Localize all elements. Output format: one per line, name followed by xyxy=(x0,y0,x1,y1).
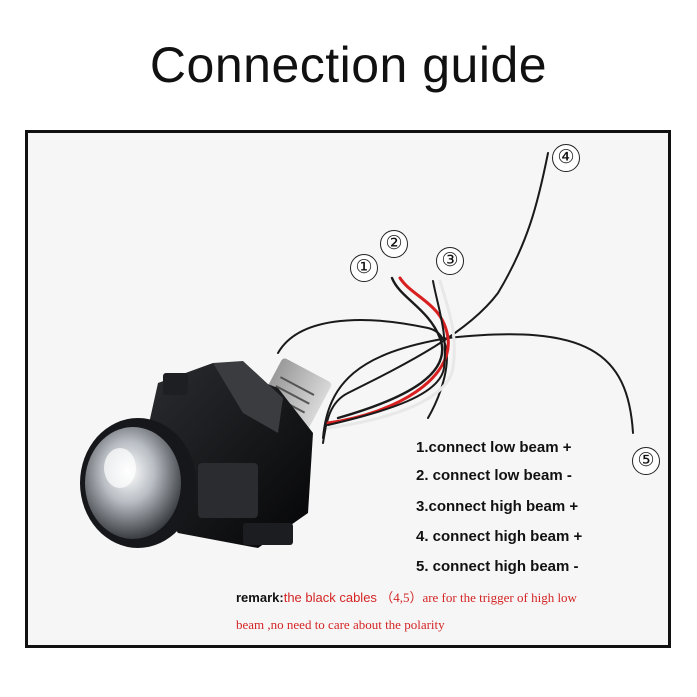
instruction-2: 2. connect low beam - xyxy=(416,467,572,484)
wire-3-white xyxy=(326,279,456,430)
wire-3-black xyxy=(327,280,446,426)
remark-label: remark: xyxy=(236,590,284,605)
remark-highlight: the black cables xyxy=(283,590,377,605)
wire-4-black xyxy=(322,152,549,444)
instruction-5: 5. connect high beam - xyxy=(416,558,579,575)
marker-3: ③ xyxy=(436,247,464,275)
marker-5: ⑤ xyxy=(632,447,660,475)
page-title: Connection guide xyxy=(149,37,548,93)
product-photo-frame: ① ② ③ ④ ⑤ 1.connect low beam + 2. connec… xyxy=(25,130,671,648)
marker-4: ④ xyxy=(552,144,580,172)
wire-harness xyxy=(277,152,634,444)
remark-text-line1: （4,5）are for the trigger of high low xyxy=(380,590,577,605)
instruction-4: 4. connect high beam + xyxy=(416,528,583,545)
remark-note: remark:the black cables （4,5）are for the… xyxy=(236,584,666,638)
wire-2-red xyxy=(326,276,450,425)
marker-1: ① xyxy=(350,254,378,282)
instruction-1: 1.connect low beam + xyxy=(416,439,572,456)
instruction-3: 3.connect high beam + xyxy=(416,498,579,515)
remark-text-line2: beam ,no need to care about the polarity xyxy=(236,617,445,632)
projector-illustration xyxy=(80,152,634,548)
wire-5-black xyxy=(322,333,634,439)
wire-black-loop xyxy=(277,319,448,419)
wire-1-red xyxy=(336,276,444,420)
projector-body xyxy=(80,358,332,548)
marker-2: ② xyxy=(380,230,408,258)
